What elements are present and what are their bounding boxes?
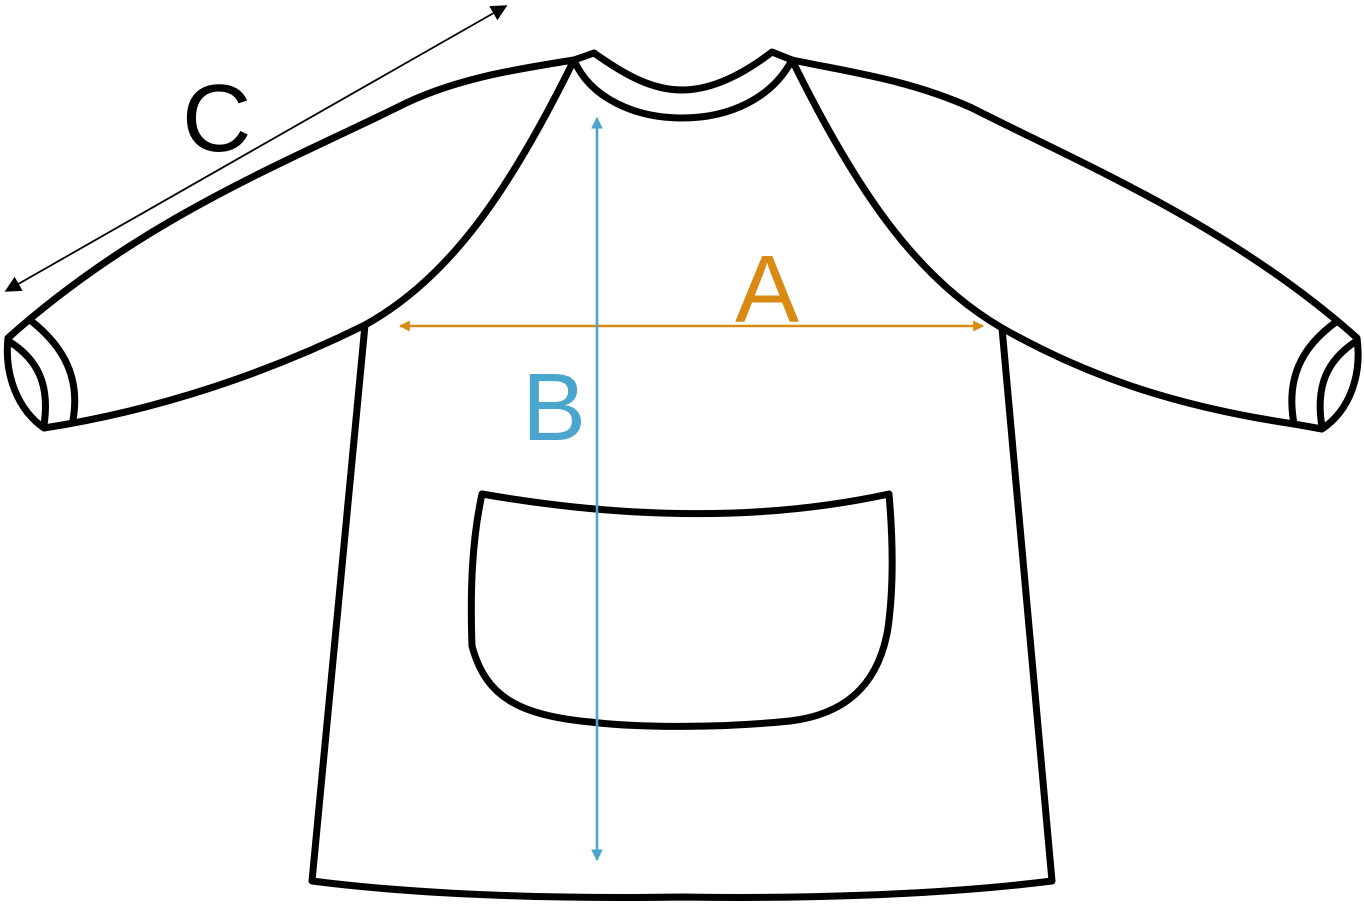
dimension-a: A bbox=[398, 236, 985, 343]
right-raglan-seam bbox=[788, 56, 1006, 332]
dimension-b-label: B bbox=[522, 354, 586, 461]
left-cuff-inner bbox=[6, 338, 49, 429]
smock-icon bbox=[3, 48, 1362, 901]
smock-body-outline bbox=[3, 48, 1362, 901]
dimension-c-arrow bbox=[4, 5, 508, 292]
pocket-outline bbox=[467, 490, 896, 730]
dimension-c-label: C bbox=[182, 65, 251, 172]
dimension-b: B bbox=[522, 116, 603, 862]
left-cuff-outline bbox=[26, 316, 79, 424]
dimension-c: C bbox=[4, 5, 508, 292]
right-cuff-inner bbox=[1316, 338, 1359, 431]
right-cuff-outline bbox=[1288, 318, 1340, 428]
neck-band-outline bbox=[570, 56, 796, 122]
dimension-a-label: A bbox=[735, 236, 799, 343]
